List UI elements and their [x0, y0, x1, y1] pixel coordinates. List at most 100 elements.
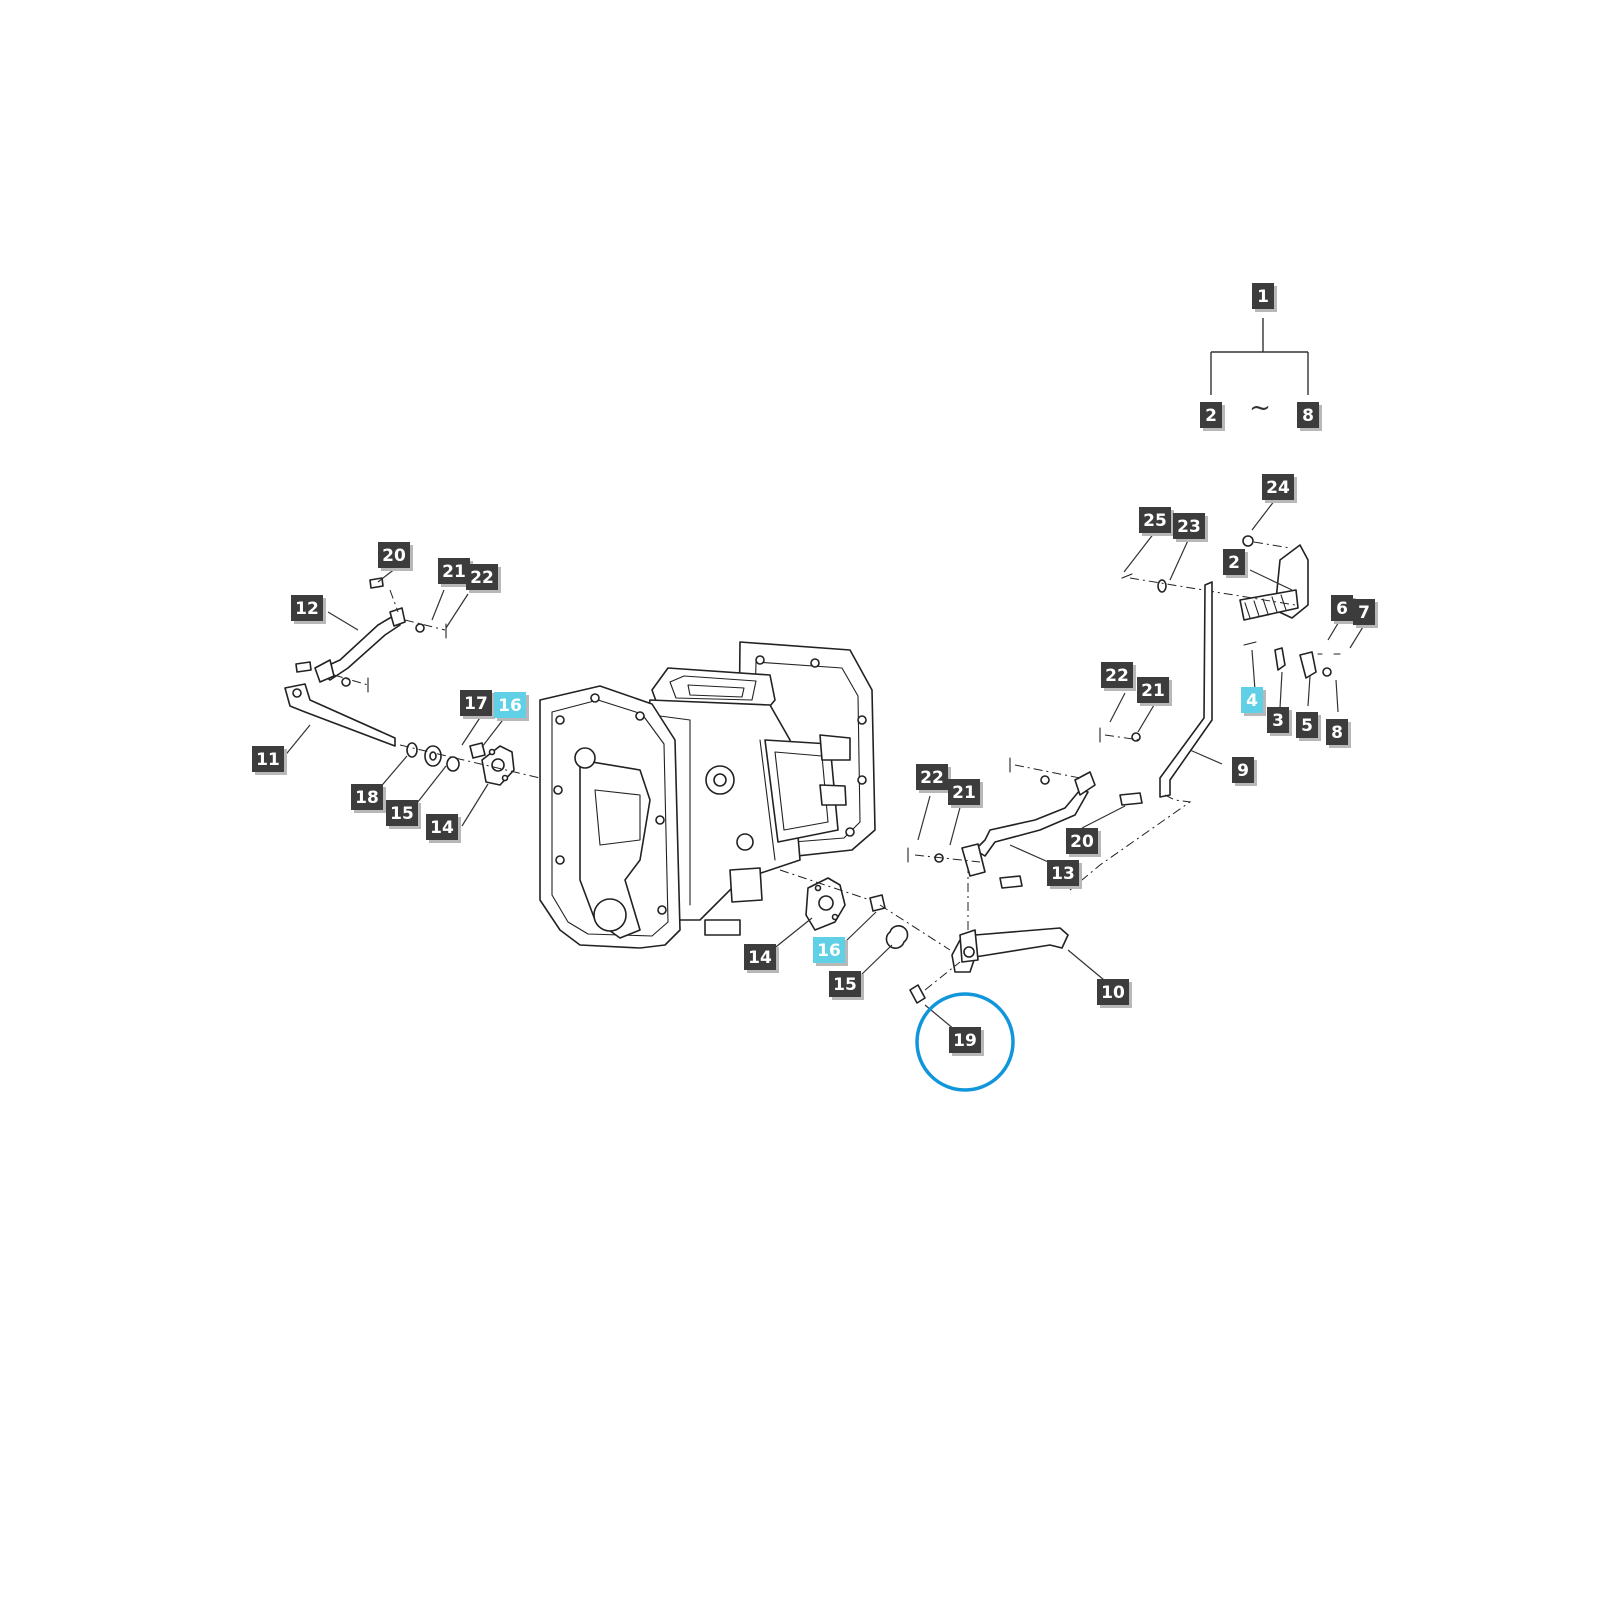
callout-label: 21: [442, 562, 466, 582]
group-header-tree: ~: [1210, 318, 1309, 423]
callout-16[interactable]: 16: [494, 692, 529, 721]
range-separator: ~: [1249, 393, 1271, 423]
callout-label: 1: [1257, 287, 1269, 307]
callout-11[interactable]: 11: [252, 746, 287, 775]
callout-label: 5: [1301, 716, 1313, 736]
callout-12[interactable]: 12: [291, 595, 326, 624]
callout-label: 11: [256, 750, 280, 770]
callout-label: 14: [430, 818, 454, 838]
callout-label: 22: [470, 568, 494, 588]
callout-box: [1200, 402, 1222, 428]
callout-label: 8: [1302, 406, 1314, 426]
callout-box: [378, 542, 410, 568]
callout-box: [949, 1027, 981, 1053]
callout-label: 21: [952, 783, 976, 803]
callout-18[interactable]: 18: [351, 784, 386, 813]
callout-16[interactable]: 16: [813, 937, 848, 966]
callout-label: 16: [817, 941, 841, 961]
callout-4[interactable]: 4: [1241, 687, 1266, 716]
callout-15[interactable]: 15: [386, 800, 421, 829]
callout-label: 7: [1358, 603, 1370, 623]
callout-box: [460, 690, 492, 716]
callout-label: 4: [1246, 691, 1258, 711]
callout-22[interactable]: 22: [916, 764, 951, 793]
callout-20[interactable]: 20: [1066, 828, 1101, 857]
callout-label: 15: [390, 804, 414, 824]
callout-13[interactable]: 13: [1047, 860, 1082, 889]
lever-10: [909, 870, 1069, 1004]
callout-3[interactable]: 3: [1267, 707, 1292, 736]
callout-box: [1137, 677, 1169, 703]
callout-20[interactable]: 20: [378, 542, 413, 571]
callout-box: [1066, 828, 1098, 854]
callout-label: 19: [953, 1031, 977, 1051]
callout-box: [829, 971, 861, 997]
callout-box: [1097, 979, 1129, 1005]
callout-label: 13: [1051, 864, 1075, 884]
callout-label: 24: [1266, 478, 1290, 498]
callout-box: [1353, 599, 1375, 625]
callout-label: 10: [1101, 983, 1125, 1003]
callout-label: 25: [1143, 511, 1167, 531]
callout-box: [1331, 595, 1353, 621]
callout-8[interactable]: 8: [1297, 402, 1322, 431]
callout-8[interactable]: 8: [1326, 719, 1351, 748]
callout-22[interactable]: 22: [466, 564, 501, 593]
callout-box: [1297, 402, 1319, 428]
callout-17[interactable]: 17: [460, 690, 495, 719]
callout-9[interactable]: 9: [1232, 757, 1257, 786]
callout-box: [386, 800, 418, 826]
callout-15[interactable]: 15: [829, 971, 864, 1000]
callout-19[interactable]: 19: [949, 1027, 984, 1056]
callout-box: [494, 692, 526, 718]
callout-label: 22: [1105, 666, 1129, 686]
callout-label: 2: [1228, 553, 1240, 573]
callout-1[interactable]: 1: [1252, 283, 1277, 312]
callout-box: [426, 814, 458, 840]
callout-box: [1326, 719, 1348, 745]
callout-box: [813, 937, 845, 963]
callout-6[interactable]: 6: [1331, 595, 1356, 624]
callout-box: [1139, 507, 1171, 533]
callout-label: 18: [355, 788, 379, 808]
shifter-assembly: [1121, 535, 1341, 679]
callout-box: [438, 558, 470, 584]
callout-label: 12: [295, 599, 319, 619]
callout-box: [744, 944, 776, 970]
callout-24[interactable]: 24: [1262, 474, 1297, 503]
callout-2[interactable]: 2: [1223, 549, 1248, 578]
callout-box: [252, 746, 284, 772]
callout-10[interactable]: 10: [1097, 979, 1132, 1008]
callout-box: [1223, 549, 1245, 575]
callout-21[interactable]: 21: [1137, 677, 1172, 706]
callout-box: [1262, 474, 1294, 500]
callout-7[interactable]: 7: [1353, 599, 1378, 628]
callout-box: [1101, 662, 1133, 688]
callout-box: [1173, 513, 1205, 539]
callout-box: [1296, 712, 1318, 738]
callout-label: 2: [1205, 406, 1217, 426]
bracket-14-upper: [399, 742, 541, 786]
callout-21[interactable]: 21: [948, 779, 983, 808]
callout-label: 16: [498, 696, 522, 716]
callout-box: [1267, 707, 1289, 733]
callout-5[interactable]: 5: [1296, 712, 1321, 741]
callout-box: [1047, 860, 1079, 886]
callout-14[interactable]: 14: [744, 944, 779, 973]
callout-box: [1232, 757, 1254, 783]
left-linkage: [284, 577, 447, 747]
callout-2[interactable]: 2: [1200, 402, 1225, 431]
callout-box: [948, 779, 980, 805]
callout-22[interactable]: 22: [1101, 662, 1136, 691]
callout-label: 15: [833, 975, 857, 995]
callout-14[interactable]: 14: [426, 814, 461, 843]
callout-label: 14: [748, 948, 772, 968]
callout-box: [916, 764, 948, 790]
callout-label: 22: [920, 768, 944, 788]
callout-25[interactable]: 25: [1139, 507, 1174, 536]
callout-box: [1252, 283, 1274, 309]
callout-23[interactable]: 23: [1173, 513, 1208, 542]
callout-box: [351, 784, 383, 810]
